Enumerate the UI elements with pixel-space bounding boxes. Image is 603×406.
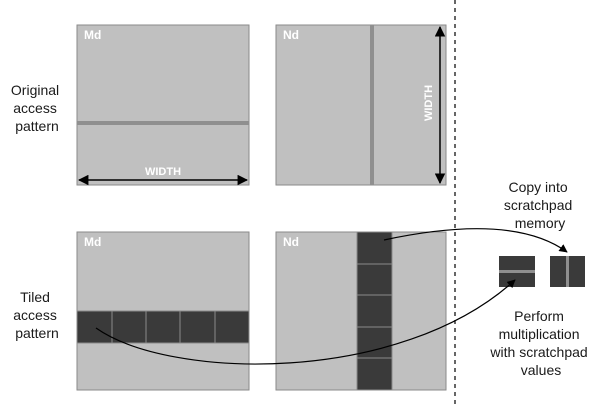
md-original-matrix: Md WIDTH (76, 24, 250, 186)
tiled-access-pattern-label: Tiled access pattern (13, 289, 60, 341)
md-tile (145, 310, 181, 344)
nd-tiled-label: Nd (283, 235, 299, 249)
scratchpad-nd-tile (550, 256, 585, 287)
copy-arrow-nd-to-scratchpad (383, 228, 568, 253)
nd-column-tiles (356, 231, 393, 391)
nd-tile (356, 263, 393, 296)
md-row-access-line (77, 121, 249, 125)
md-tile (111, 310, 147, 344)
original-access-pattern-label: Original access pattern (11, 82, 63, 134)
width-vertical-label: WIDTH (423, 85, 435, 121)
md-tile-active (76, 310, 113, 344)
nd-column-access-line (370, 25, 374, 185)
perform-multiplication-label: Perform multiplication with scratchpad v… (489, 308, 591, 378)
nd-original-label: Nd (283, 28, 299, 42)
nd-tile (356, 357, 393, 391)
scratchpad-md-tile (499, 256, 535, 287)
nd-tiled-matrix: Nd (275, 231, 447, 391)
md-original-label: Md (84, 28, 101, 42)
nd-tile-active (356, 231, 393, 265)
nd-original-matrix: Nd WIDTH (275, 24, 447, 186)
nd-tile (356, 294, 393, 328)
copy-into-scratchpad-label: Copy into scratchpad memory (504, 179, 576, 231)
copy-arrow-md-to-scratchpad (95, 279, 516, 365)
md-tile (179, 310, 216, 344)
md-row-tiles (76, 310, 250, 344)
md-tiled-matrix: Md (76, 231, 250, 391)
md-tiled-label: Md (84, 235, 101, 249)
md-tile (214, 310, 250, 344)
width-horizontal-label: WIDTH (145, 166, 181, 178)
